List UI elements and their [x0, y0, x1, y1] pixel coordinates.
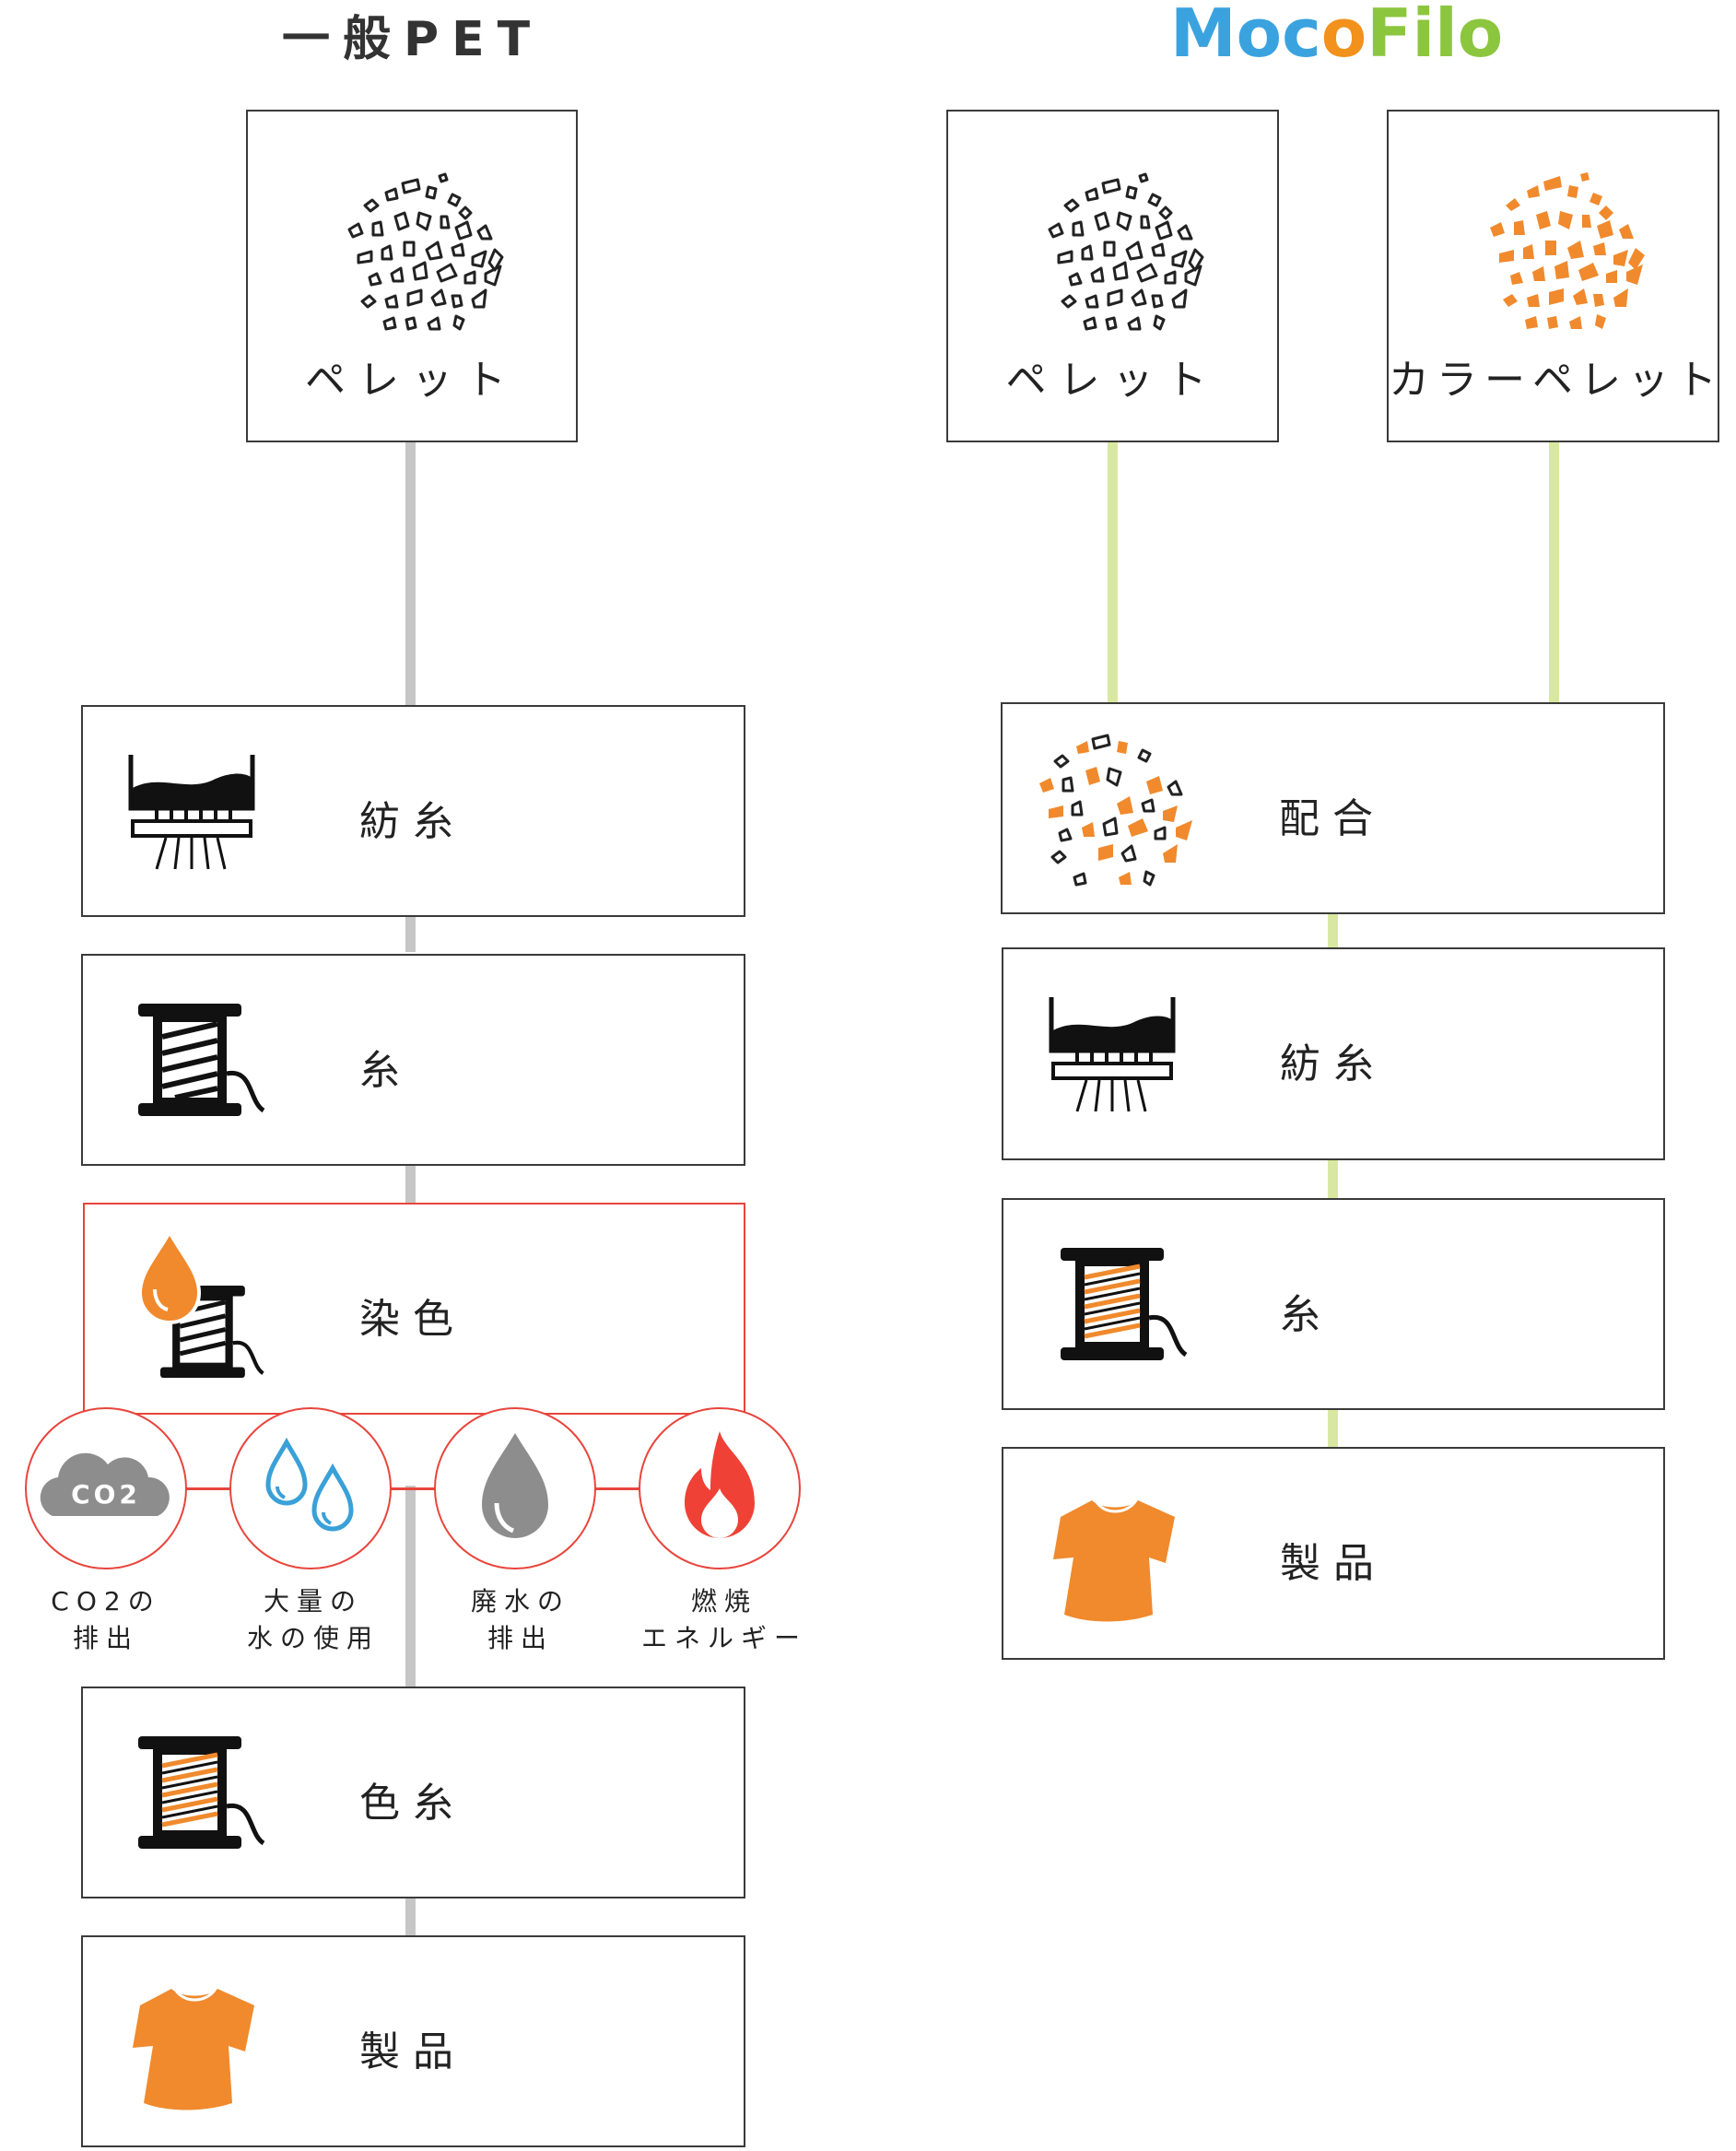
pellet-icon	[1048, 172, 1204, 331]
step-product-box: 製品	[81, 1935, 745, 2147]
tshirt-icon	[133, 1988, 254, 2110]
connector-line	[405, 440, 416, 707]
step-colored-yarn-box: 色糸	[81, 1687, 745, 1898]
colored-spool-icon	[1061, 1248, 1188, 1360]
logo-part-o: o	[1320, 0, 1367, 72]
step-spinning-box: 紡糸	[81, 705, 745, 917]
connector-line	[1328, 912, 1338, 949]
pellet-label: ペレット	[305, 357, 519, 404]
color-pellet-box: カラーペレット	[1387, 110, 1719, 442]
connector-line	[1549, 440, 1559, 703]
colored-spool-icon	[138, 1736, 265, 1849]
tshirt-icon	[1053, 1499, 1175, 1622]
impact-wastewater-circle	[434, 1407, 596, 1569]
water-drops-icon	[265, 1437, 354, 1532]
impact-fire-circle	[639, 1407, 801, 1569]
logo-part-filo: Filo	[1367, 0, 1504, 72]
step-yarn-box: 糸	[81, 954, 745, 1166]
connector-line	[1328, 1159, 1338, 1198]
impact-fire-label: 燃焼 エネルギー	[640, 1586, 807, 1653]
left-column-title: 一般PET	[282, 12, 544, 67]
impact-connector-line	[184, 1487, 682, 1490]
pellet-box: ペレット	[246, 110, 578, 442]
thread-spool-icon	[138, 1004, 265, 1116]
color-pellet-label: カラーペレット	[1389, 357, 1724, 404]
step-label: 染色	[359, 1296, 466, 1343]
step-label: 製品	[359, 2028, 466, 2075]
connector-line	[405, 1486, 416, 1687]
pellet-label: ペレット	[1005, 357, 1220, 404]
pellet-icon	[347, 172, 504, 331]
mocofilo-logo: MocoFilo	[1170, 0, 1503, 72]
step-label: 色糸	[359, 1780, 466, 1827]
fire-icon	[685, 1431, 755, 1538]
step-label: 配合	[1279, 795, 1386, 842]
connector-line	[405, 1165, 416, 1203]
connector-line	[1328, 1408, 1338, 1447]
connector-line	[405, 914, 416, 952]
step-blending-box: 配合	[1001, 702, 1665, 914]
spinning-icon	[128, 755, 255, 870]
blend-pellet-icon	[1039, 734, 1192, 887]
co2-text: CO2	[71, 1479, 141, 1510]
connector-line	[1108, 440, 1118, 703]
connector-line	[405, 1898, 416, 1936]
step-spinning-box: 紡糸	[1002, 947, 1665, 1160]
step-dyeing-box: 染色	[83, 1203, 745, 1415]
step-label: 紡糸	[359, 798, 466, 845]
logo-part-moc: Moc	[1170, 0, 1321, 72]
pellet-box: ペレット	[946, 110, 1279, 442]
dye-spool-icon	[137, 1228, 264, 1379]
step-yarn-box: 糸	[1002, 1198, 1665, 1410]
step-label: 製品	[1280, 1540, 1387, 1587]
step-label: 糸	[1280, 1291, 1333, 1338]
wastewater-drop-icon	[482, 1433, 548, 1538]
step-product-box: 製品	[1002, 1447, 1665, 1660]
impact-co2-label: CO2の 排出	[51, 1586, 161, 1653]
impact-water-circle	[229, 1407, 392, 1569]
step-label: 糸	[359, 1047, 413, 1094]
impact-co2-circle: CO2	[25, 1407, 187, 1569]
cloud-co2-icon: CO2	[40, 1452, 170, 1516]
impact-water-label: 大量の 水の使用	[246, 1586, 380, 1653]
impact-wastewater-label: 廃水の 排出	[470, 1586, 570, 1653]
color-pellet-icon	[1490, 172, 1645, 329]
step-label: 紡糸	[1280, 1040, 1387, 1087]
spinning-icon	[1049, 997, 1176, 1112]
